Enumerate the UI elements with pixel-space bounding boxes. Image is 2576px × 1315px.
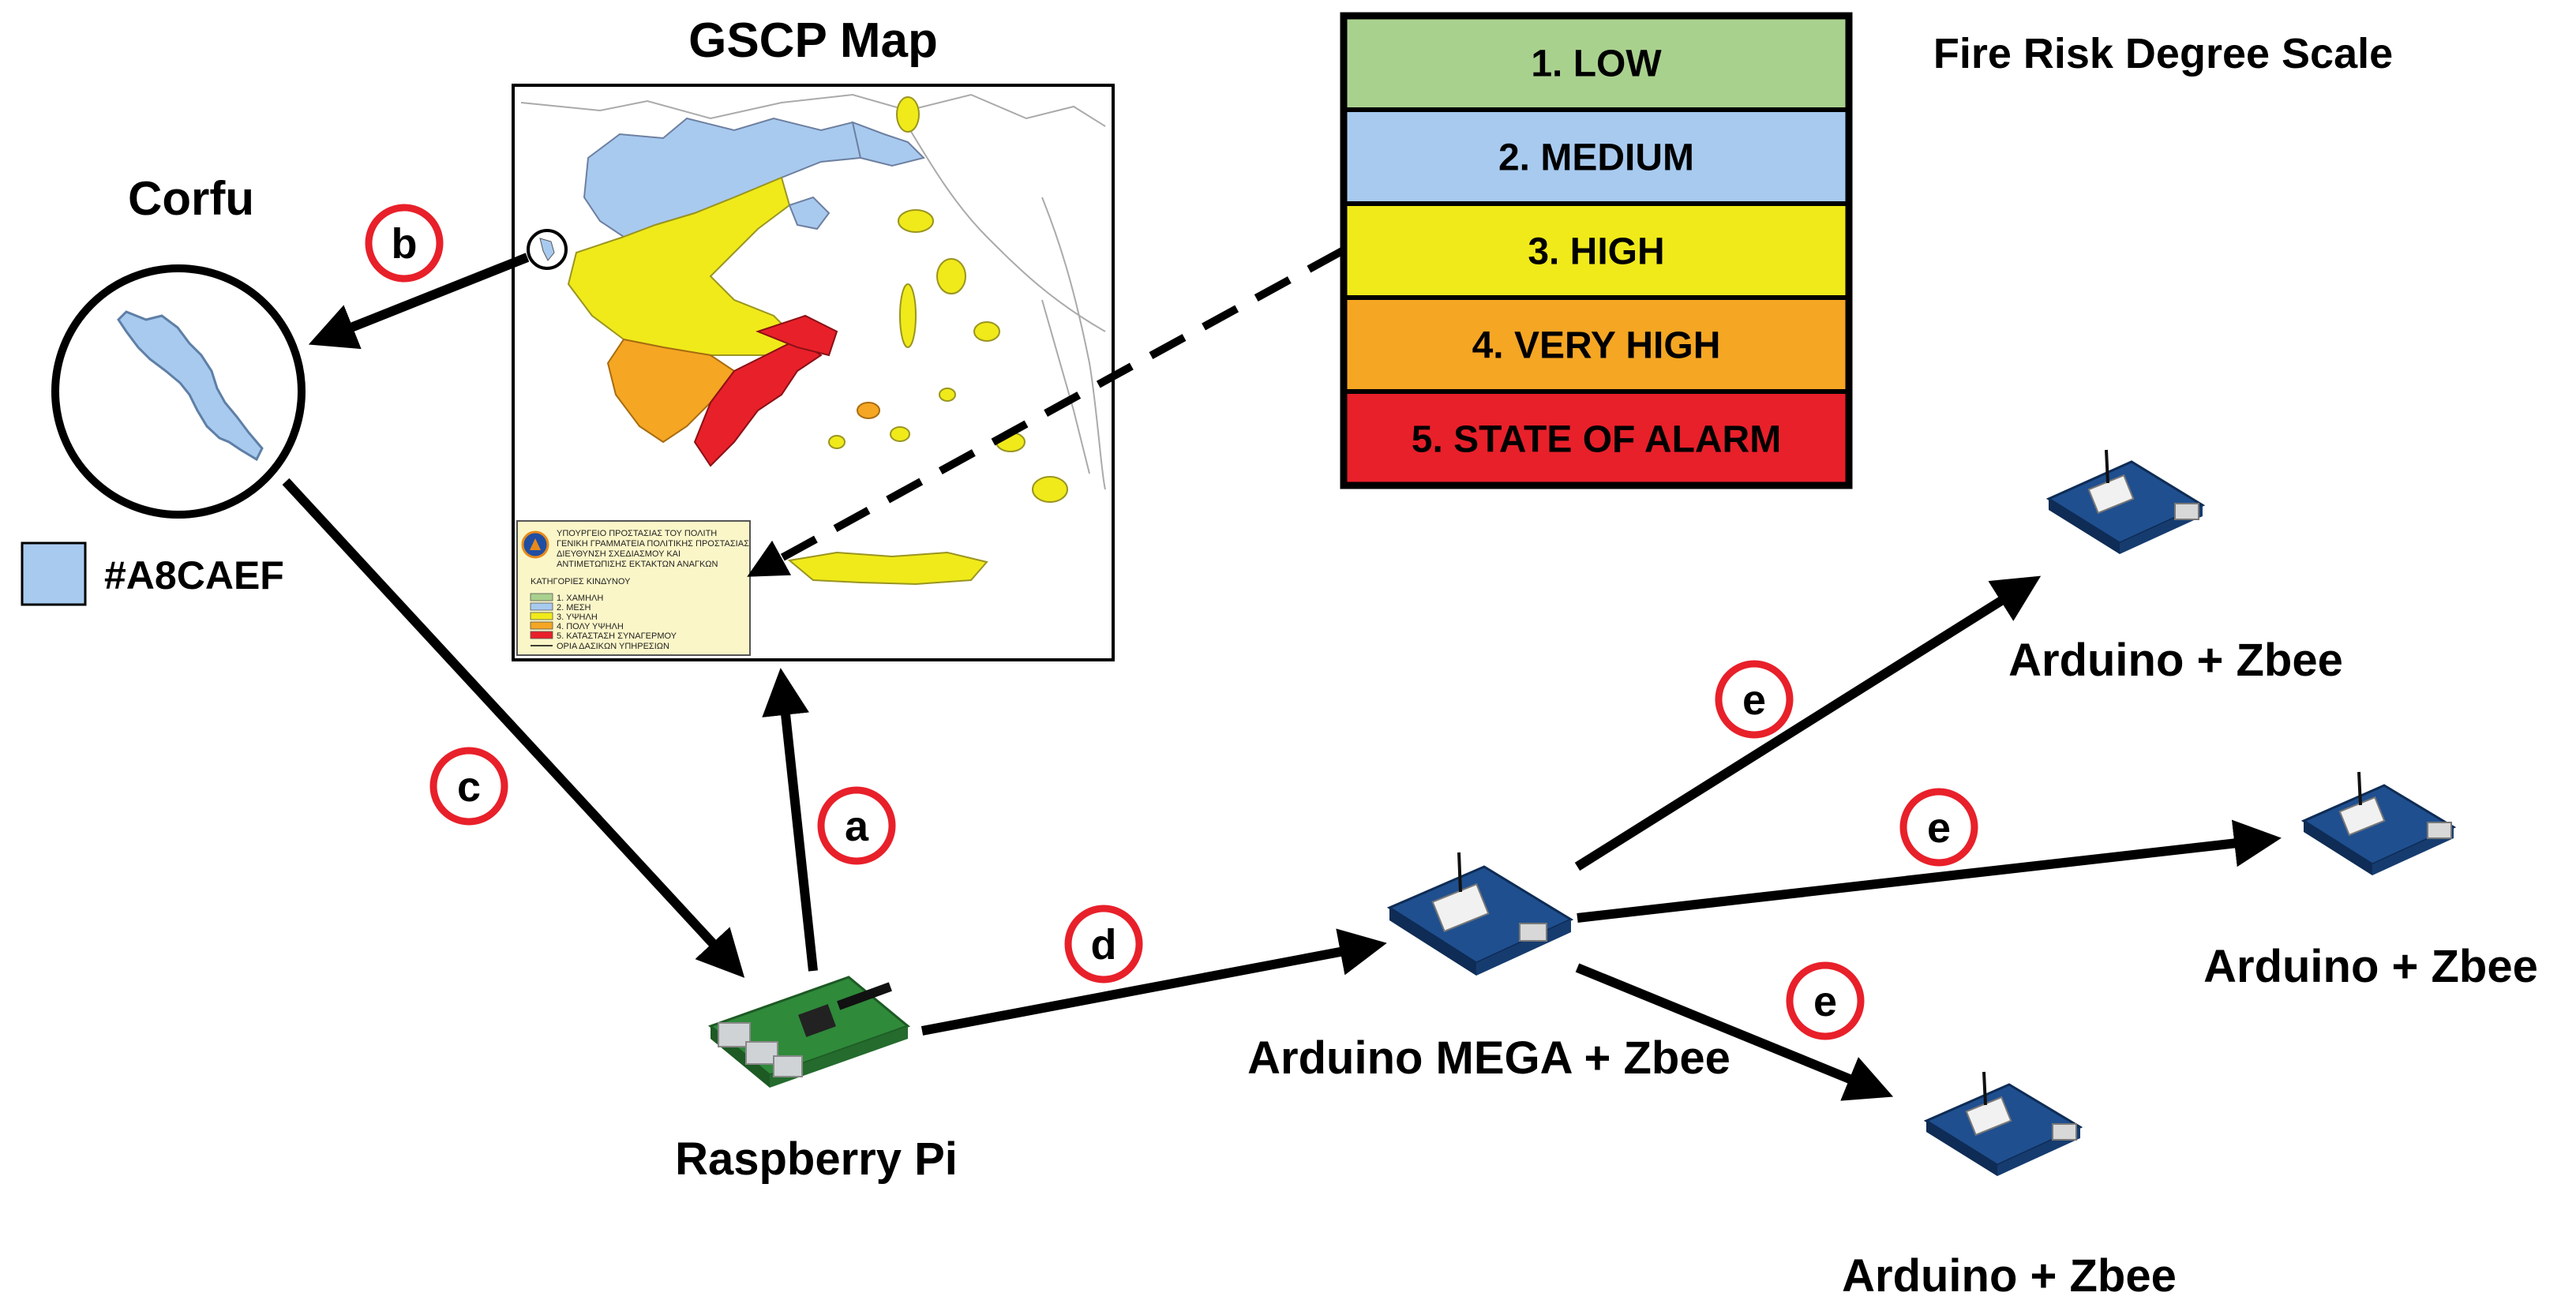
arduino-node-3-board bbox=[1923, 1071, 2083, 1176]
scale-level-label-4: 4. VERY HIGH bbox=[1472, 325, 1721, 367]
scale-title: Fire Risk Degree Scale bbox=[1933, 30, 2393, 77]
map-legend-header-4: ΑΝΤΙΜΕΤΩΠΙΣΗΣ ΕΚΤΑΚΤΩΝ ΑΝΑΓΚΩΝ bbox=[557, 560, 718, 569]
color-swatch: #A8CAEF bbox=[21, 541, 284, 606]
arrow-b bbox=[308, 253, 530, 350]
scale-level-label-3: 3. HIGH bbox=[1528, 231, 1664, 273]
corfu-island-shape bbox=[117, 310, 264, 462]
map-legend: ΥΠΟΥΡΓΕΙΟ ΠΡΟΣΤΑΣΙΑΣ ΤΟΥ ΠΟΛΙΤΗ ΓΕΝΙΚΗ Γ… bbox=[516, 520, 751, 656]
map-legend-swatch-3 bbox=[530, 612, 553, 620]
svg-text:e: e bbox=[1813, 978, 1837, 1025]
scale-level-4 bbox=[1341, 295, 1851, 394]
svg-text:e: e bbox=[1742, 676, 1766, 724]
map-legend-item-4: 4. ΠΟΛΥ ΥΨΗΛΗ bbox=[557, 622, 624, 631]
raspberry-pi-board bbox=[708, 976, 910, 1088]
map-legend-swatch-4 bbox=[530, 621, 553, 630]
region-high-thrace bbox=[851, 121, 925, 167]
arduino-node-3-label: Arduino + Zbee bbox=[1842, 1250, 2177, 1302]
map-legend-swatch-1 bbox=[530, 593, 553, 601]
color-swatch-label: #A8CAEF bbox=[104, 553, 284, 598]
corfu-title: Corfu bbox=[128, 172, 254, 225]
map-legend-swatch-5 bbox=[530, 631, 553, 639]
map-legend-item-2: 2. ΜΕΣΗ bbox=[557, 603, 591, 613]
svg-text:d: d bbox=[1091, 921, 1117, 968]
region-crete bbox=[787, 551, 988, 586]
raspberry-pi-label: Raspberry Pi bbox=[675, 1133, 958, 1185]
map-legend-header-1: ΥΠΟΥΡΓΕΙΟ ΠΡΟΣΤΑΣΙΑΣ ΤΟΥ ΠΟΛΙΤΗ bbox=[557, 529, 717, 538]
map-legend-item-1: 1. ΧΑΜΗΛΗ bbox=[557, 594, 603, 603]
badge-e-3: e bbox=[1786, 961, 1865, 1040]
map-legend-boundary: ΟΡΙΑ ΔΑΣΙΚΩΝ ΥΠΗΡΕΣΙΩΝ bbox=[557, 642, 669, 651]
map-legend-item-3: 3. ΥΨΗΛΗ bbox=[557, 613, 598, 622]
map-legend-header-3: ΔΙΕΥΘΥΝΣΗ ΣΧΕΔΙΑΣΜΟΥ ΚΑΙ bbox=[557, 549, 681, 559]
map-legend-item-5: 5. ΚΑΤΑΣΤΑΣΗ ΣΥΝΑΓΕΡΜΟΥ bbox=[557, 631, 677, 641]
scale-level-label-5: 5. STATE OF ALARM bbox=[1412, 419, 1781, 461]
arduino-node-1-label: Arduino + Zbee bbox=[2008, 635, 2343, 686]
arduino-mega-label: Arduino MEGA + Zbee bbox=[1247, 1032, 1730, 1084]
arrow-e-1 bbox=[1574, 575, 2042, 871]
arrow-e-3 bbox=[1575, 963, 1894, 1101]
svg-text:a: a bbox=[845, 803, 869, 850]
arduino-mega-board bbox=[1386, 852, 1574, 976]
badge-e-2: e bbox=[1899, 788, 1978, 867]
svg-text:b: b bbox=[392, 220, 418, 268]
region-high-central bbox=[567, 176, 799, 356]
arrow-a bbox=[762, 668, 818, 972]
arrow-e-2 bbox=[1577, 819, 2282, 923]
badge-c: c bbox=[429, 747, 508, 826]
map-legend-swatch-2 bbox=[530, 602, 553, 611]
badge-e-1: e bbox=[1715, 660, 1794, 739]
gscp-map-title: GSCP Map bbox=[688, 13, 938, 68]
arrow-d bbox=[921, 928, 1387, 1036]
badge-b: b bbox=[365, 204, 444, 283]
scale-to-legend-dashed-arrow bbox=[747, 247, 1344, 577]
scale-level-2 bbox=[1341, 107, 1851, 206]
arduino-node-2-label: Arduino + Zbee bbox=[2203, 941, 2538, 992]
badge-d: d bbox=[1064, 905, 1143, 983]
map-corfu-marker bbox=[527, 229, 568, 270]
badge-a: a bbox=[817, 786, 896, 865]
arrow-c bbox=[282, 478, 745, 978]
svg-text:e: e bbox=[1927, 804, 1951, 852]
svg-text:c: c bbox=[457, 763, 481, 811]
scale-level-3 bbox=[1341, 201, 1851, 300]
map-legend-category-title: ΚΑΤΗΓΟΡΙΕΣ ΚΙΝΔΥΝΟΥ bbox=[531, 577, 631, 586]
map-legend-header-2: ΓΕΝΙΚΗ ΓΡΑΜΜΑΤΕΙΑ ΠΟΛΙΤΙΚΗΣ ΠΡΟΣΤΑΣΙΑΣ bbox=[557, 539, 749, 549]
fire-risk-scale: 1. LOW 2. MEDIUM 3. HIGH 4. VERY HIGH 5. STA… bbox=[1340, 12, 1853, 489]
scale-level-label-2: 2. MEDIUM bbox=[1498, 137, 1694, 179]
arduino-node-1-board bbox=[2045, 449, 2206, 554]
region-very-high bbox=[606, 338, 736, 444]
arduino-node-2-board bbox=[2300, 771, 2457, 875]
scale-level-label-1: 1. LOW bbox=[1531, 43, 1662, 85]
corfu-zoom bbox=[51, 264, 306, 519]
